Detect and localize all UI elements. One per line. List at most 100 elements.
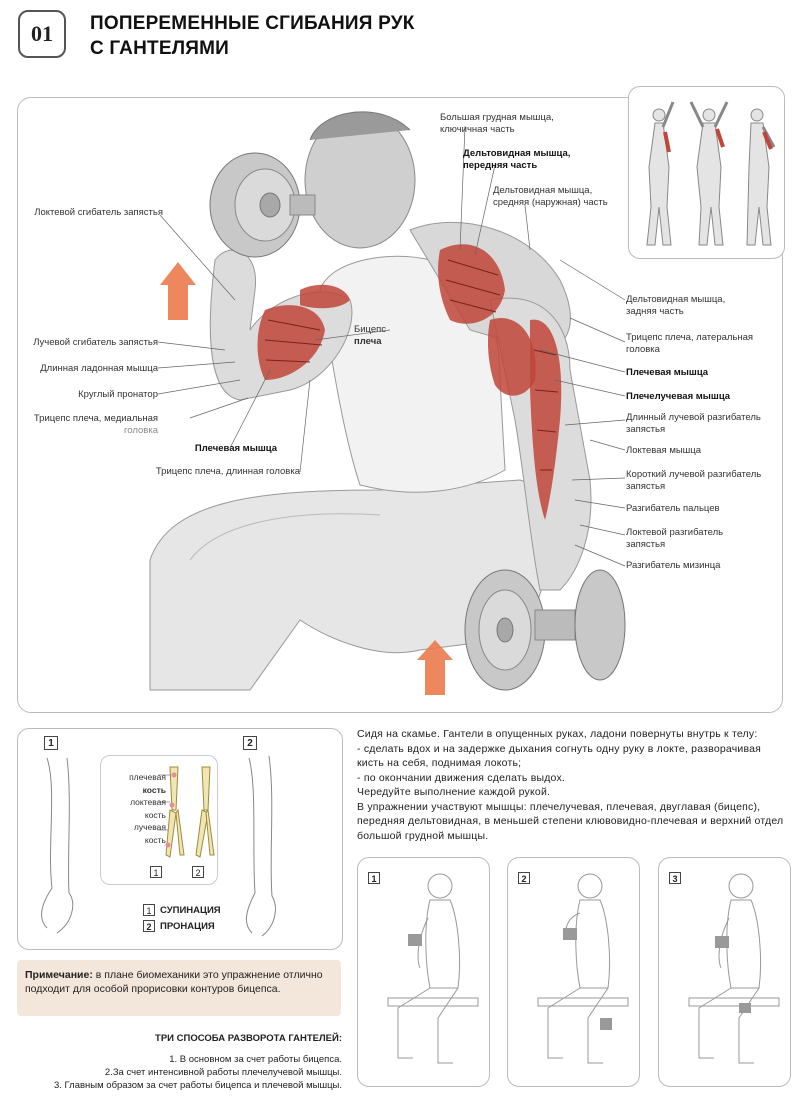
label-ecu-line2: запястья xyxy=(626,539,666,550)
label-brachialis-left: Плечевая мышца xyxy=(194,443,277,454)
description-line-5: В упражнении участвуют мышцы: плечелучев… xyxy=(357,800,784,842)
rotation-legend: 1 СУПИНАЦИЯ 2 ПРОНАЦИЯ xyxy=(143,904,221,932)
title-line-2: С ГАНТЕЛЯМИ xyxy=(90,38,229,59)
label-anconeus: Локтевая мышца xyxy=(626,445,702,456)
label-ecrb-line1: Короткий лучевой разгибатель xyxy=(626,469,762,480)
arm-sketches xyxy=(41,755,276,937)
step-photo-3-figure xyxy=(688,873,780,1064)
label-biceps: Бицепс плеча xyxy=(354,324,386,348)
forearm-bones-illustration xyxy=(158,766,215,858)
methods-heading: ТРИ СПОСОБА РАЗВОРОТА ГАНТЕЛЕЙ: xyxy=(155,1033,342,1044)
exercise-number: 01 xyxy=(31,21,53,46)
bones-number-2: 2 xyxy=(192,866,204,878)
label-deltoid-posterior: Дельтовидная мышца, задняя часть xyxy=(626,294,725,318)
lower-dumbbell xyxy=(464,569,626,691)
step-photo-3-number: 3 xyxy=(669,872,681,884)
label-triceps-medial-line1: Трицепс плеча, медиальная xyxy=(33,413,158,424)
note-box: Примечание: в плане биомеханики это упра… xyxy=(17,960,341,1016)
upward-arrow-bottom xyxy=(417,640,453,695)
legend-supination-number: 1 xyxy=(143,904,155,916)
upper-dumbbell xyxy=(209,152,316,258)
label-deltoid-anterior-line2: передняя часть xyxy=(463,160,538,171)
bones-number-1: 1 xyxy=(150,866,162,878)
label-palmaris-longus: Длинная ладонная мышца xyxy=(40,363,158,374)
label-triceps-lateral-line1: Трицепс плеча, латеральная xyxy=(626,332,754,343)
label-deltoid-middle: Дельтовидная мышца, средняя (наружная) ч… xyxy=(493,185,608,209)
method-3: 3. Главным образом за счет работы бицепс… xyxy=(54,1080,342,1091)
muscle-figures-thumbnail xyxy=(646,101,776,246)
label-deltoid-posterior-line1: Дельтовидная мышца, xyxy=(626,294,726,305)
label-ecrb: Короткий лучевой разгибатель запястья xyxy=(626,469,761,493)
description-line-4: Чередуйте выполнение каждой рукой. xyxy=(357,786,551,798)
label-ecrl: Длинный лучевой разгибатель запястья xyxy=(626,412,761,436)
rotation-methods: ТРИ СПОСОБА РАЗВОРОТА ГАНТЕЛЕЙ: 1. В осн… xyxy=(20,1032,342,1092)
step-photo-2-number: 2 xyxy=(518,872,530,884)
legend-pronation-label: ПРОНАЦИЯ xyxy=(160,920,215,932)
description-line-3: - по окончании движения сделать выдох. xyxy=(357,771,566,784)
step-photo-2: 2 xyxy=(507,857,640,1087)
label-biceps-line2: плеча xyxy=(354,336,382,347)
label-deltoid-anterior: Дельтовидная мышца, передняя часть xyxy=(463,148,570,172)
bone-label-humerus-1: плечевая xyxy=(129,772,166,782)
label-ecrl-line1: Длинный лучевой разгибатель xyxy=(626,412,761,423)
bone-label-radius-2: кость xyxy=(144,834,166,845)
method-1: 1. В основном за счет работы бицепса. xyxy=(169,1054,342,1065)
deltoid-muscle-highlight xyxy=(438,244,505,324)
label-triceps-lateral: Трицепс плеча, латеральная головка xyxy=(626,332,753,356)
brachioradialis-right-highlight xyxy=(530,319,562,520)
bone-label-ulna-2: кость xyxy=(144,809,166,820)
label-triceps-medial: Трицепс плеча, медиальная головка xyxy=(34,413,158,437)
step-photo-1-number: 1 xyxy=(368,872,380,884)
label-flexor-carpi-radialis: Лучевой сгибатель запястья xyxy=(33,337,158,348)
label-pronator-teres: Круглый пронатор xyxy=(78,389,158,400)
arm-figure-number-1: 1 xyxy=(44,736,58,750)
label-brachioradialis: Плечелучевая мышца xyxy=(626,391,731,402)
label-ecu: Локтевой разгибатель запястья xyxy=(626,527,723,551)
exercise-description: Сидя на скамье. Гантели в опущенных рука… xyxy=(357,727,787,843)
description-line-2: - сделать вдох и на задержке дыхания сог… xyxy=(357,742,762,770)
note-text: в плане биомеханики это упражнение отлич… xyxy=(25,969,323,995)
main-anatomy-panel xyxy=(17,97,783,713)
label-pectoralis-clavicular: Большая грудная мышца, ключичная часть xyxy=(440,112,554,136)
description-line-1: Сидя на скамье. Гантели в опущенных рука… xyxy=(357,728,758,740)
step-photo-3: 3 xyxy=(658,857,791,1087)
legend-supination-label: СУПИНАЦИЯ xyxy=(160,904,221,916)
label-triceps-lateral-line2: головка xyxy=(626,344,660,355)
label-deltoid-middle-line2: средняя (наружная) часть xyxy=(493,197,608,208)
forearm-bones-panel xyxy=(100,755,218,885)
bone-labels: плечевая кость локтевая кость лучевая ко… xyxy=(104,771,166,846)
label-triceps-medial-line2: головка xyxy=(124,425,158,436)
label-deltoid-anterior-line1: Дельтовидная мышца, xyxy=(463,148,571,159)
muscle-map-thumbnail xyxy=(628,86,785,259)
note-label: Примечание: xyxy=(25,969,93,981)
label-flexor-carpi-ulnaris: Локтевой сгибатель запястья xyxy=(34,207,163,218)
bone-label-radius-1: лучевая xyxy=(133,822,166,832)
label-triceps-long-head: Трицепс плеча, длинная головка xyxy=(155,466,300,477)
legend-pronation-number: 2 xyxy=(143,920,155,932)
label-ecrl-line2: запястья xyxy=(626,424,666,435)
label-pectoralis-line2: ключичная часть xyxy=(440,124,515,135)
label-deltoid-posterior-line2: задняя часть xyxy=(626,306,684,317)
label-deltoid-middle-line1: Дельтовидная мышца, xyxy=(493,185,593,196)
step-photo-1-figure xyxy=(387,873,479,1064)
step-photo-2-figure xyxy=(537,873,629,1064)
brachialis-muscle-highlight xyxy=(487,318,536,396)
arm-figure-number-2: 2 xyxy=(243,736,257,750)
upward-arrow-left xyxy=(160,262,196,320)
label-ecrb-line2: запястья xyxy=(626,481,666,492)
forearm-rotation-panel xyxy=(17,728,343,950)
bone-label-ulna-1: локтевая xyxy=(130,797,166,807)
label-biceps-line1: Бицепс xyxy=(354,324,387,335)
label-extensor-digiti-minimi: Разгибатель мизинца xyxy=(626,560,721,571)
title-line-1: ПОПЕРЕМЕННЫЕ СГИБАНИЯ РУК xyxy=(90,13,415,34)
legend-supination: 1 СУПИНАЦИЯ xyxy=(143,904,221,916)
page-title: ПОПЕРЕМЕННЫЕ СГИБАНИЯ РУК С ГАНТЕЛЯМИ xyxy=(90,11,415,61)
anatomy-illustration xyxy=(149,111,626,695)
label-ecu-line1: Локтевой разгибатель xyxy=(626,527,724,538)
legend-pronation: 2 ПРОНАЦИЯ xyxy=(143,920,221,932)
exercise-number-badge: 01 xyxy=(18,10,66,58)
label-brachialis-right: Плечевая мышца xyxy=(626,367,709,378)
label-pectoralis-line1: Большая грудная мышца, xyxy=(440,112,554,123)
bone-label-humerus-2: кость xyxy=(142,784,166,795)
brachioradialis-left-highlight xyxy=(300,284,350,309)
